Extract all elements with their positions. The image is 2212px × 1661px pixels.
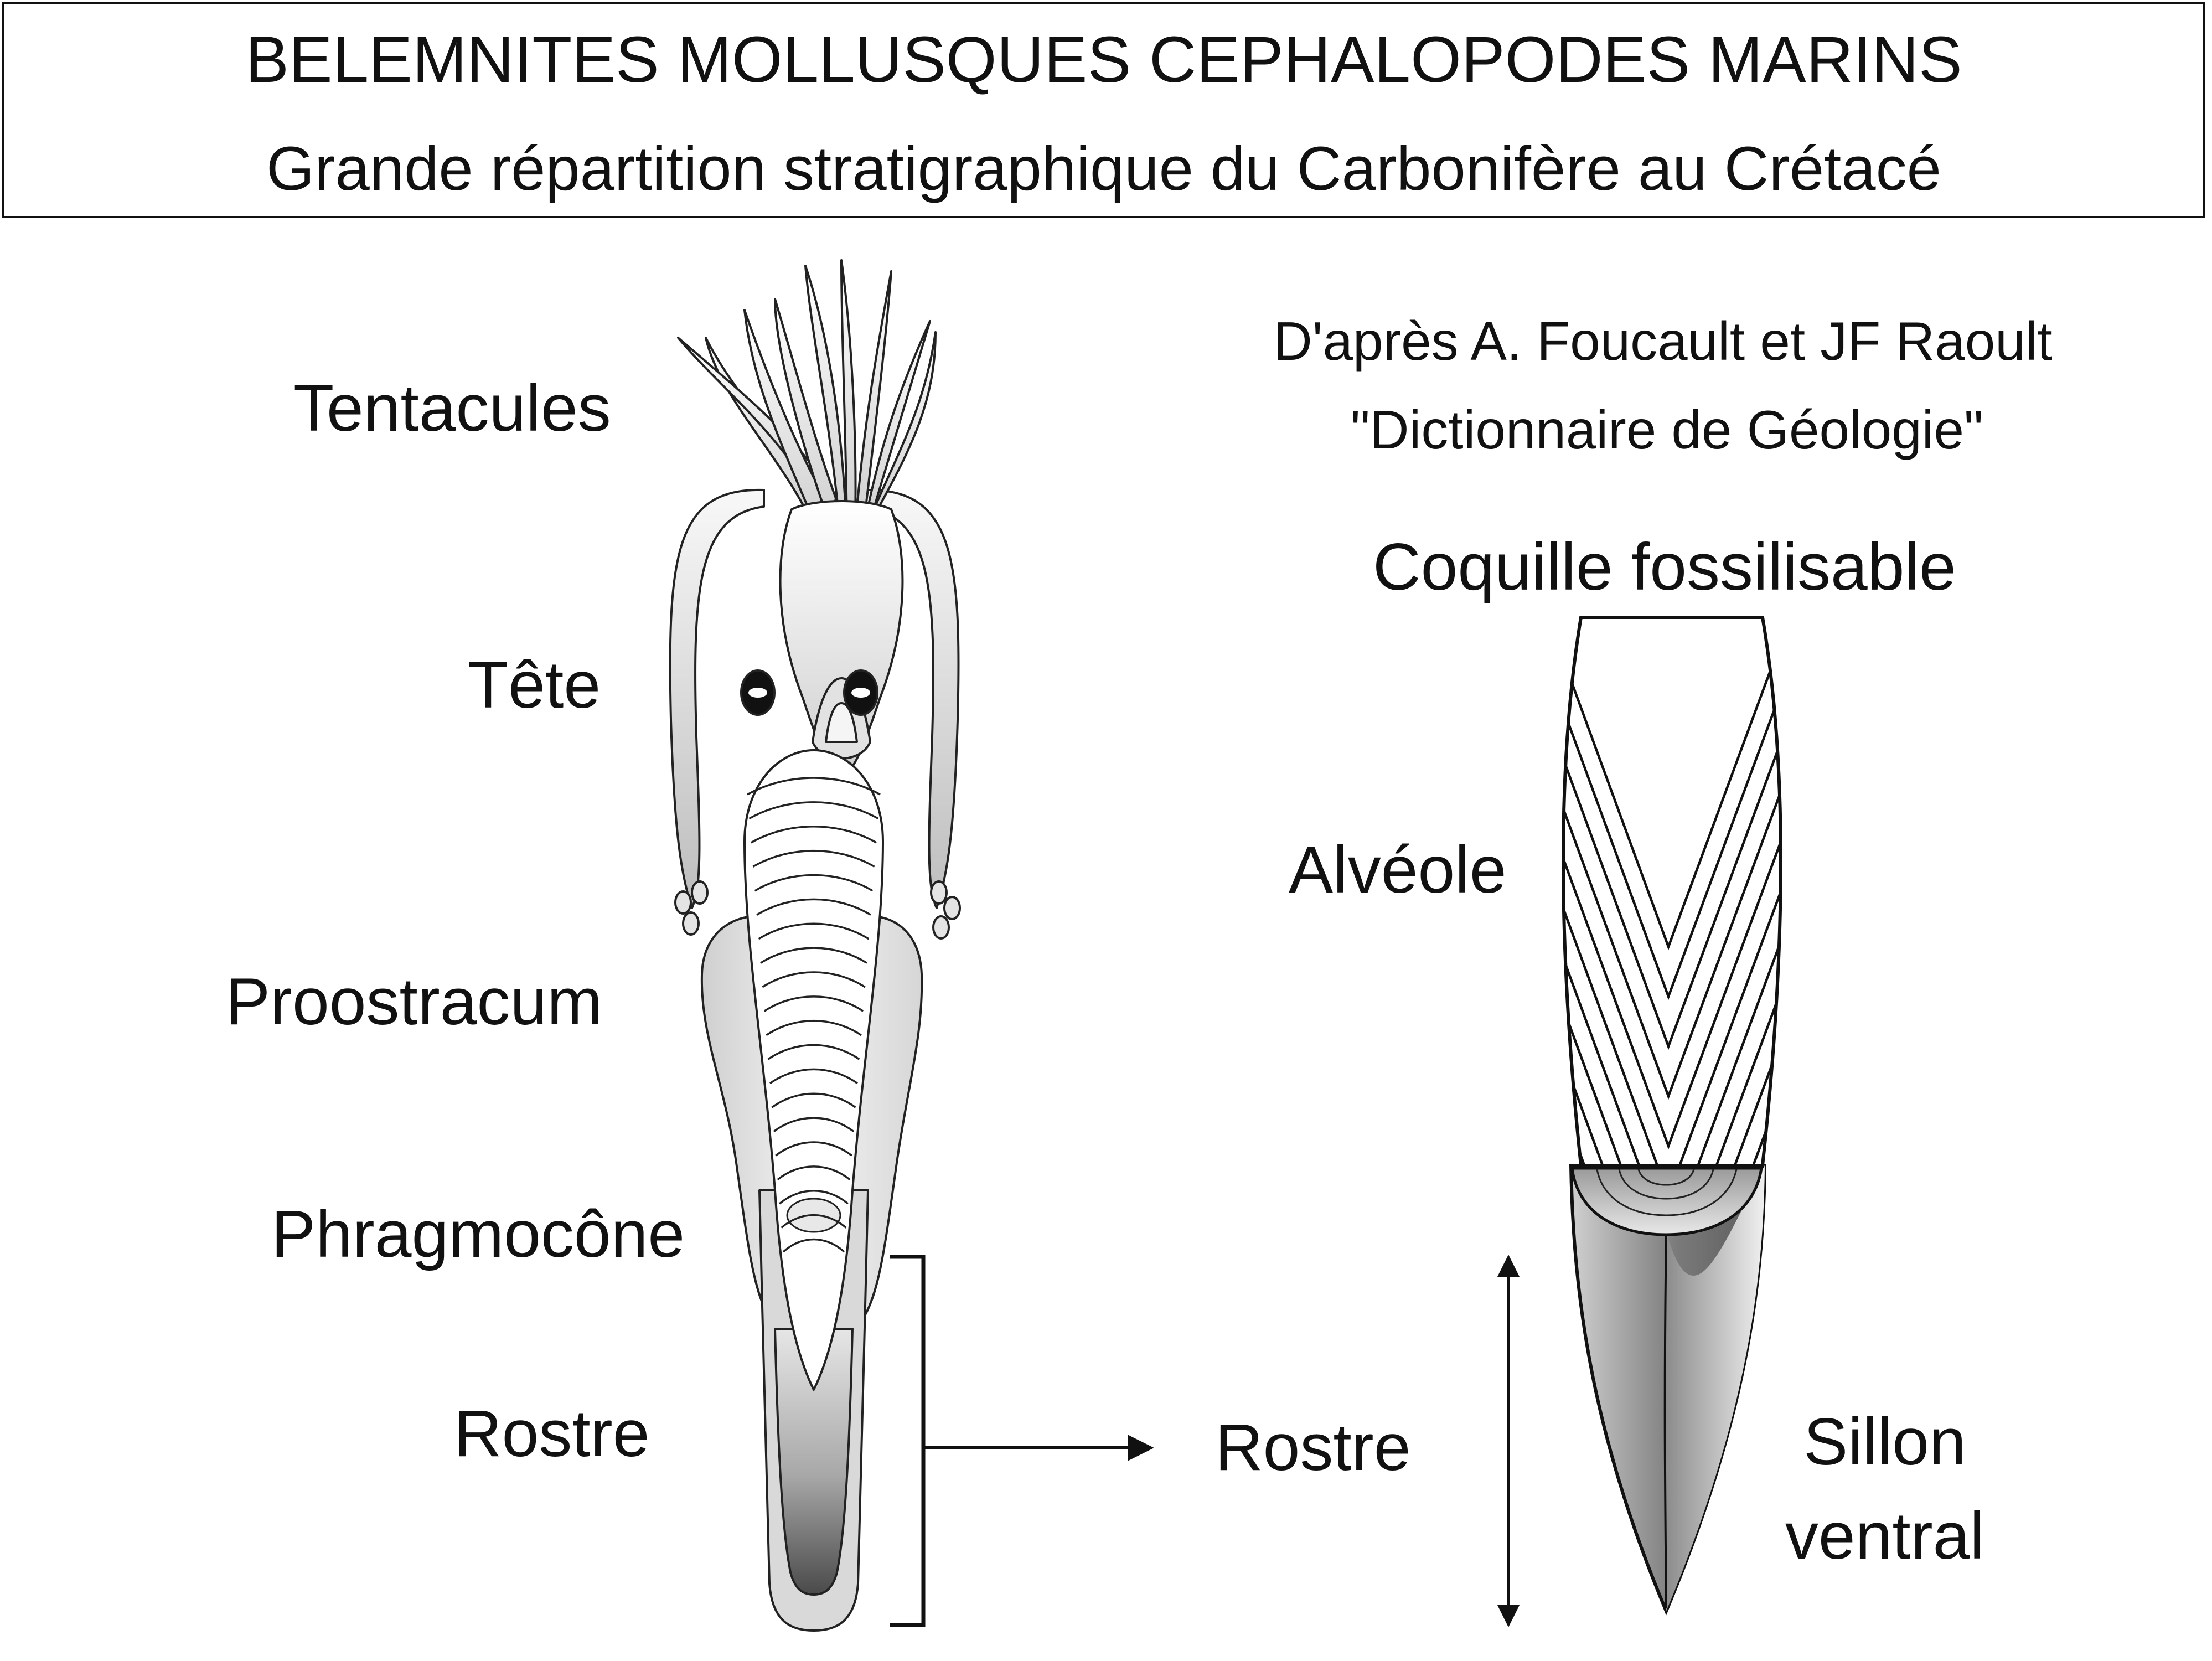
septum-line [754,874,874,892]
label-phragmocone: Phragmocône [271,1197,685,1271]
septum-line [750,825,877,844]
septum-line [762,971,866,988]
label-coquille-fossilisable: Coquille fossilisable [1373,530,1956,604]
label-tete: Tête [468,648,601,722]
rostrum-core [774,1328,854,1596]
septum-line [763,995,864,1012]
label-ventral: ventral [1785,1499,1985,1573]
diagram-title: BELEMNITES MOLLUSQUES CEPHALOPODES MARIN… [245,23,1962,96]
hatch-chevron [1563,622,1781,951]
septum-line [748,801,879,819]
long-arms [669,488,961,940]
eye-right [843,669,878,716]
phragmocone-septa [747,777,881,1253]
fossil-shell [1562,616,1782,1616]
septum-line [777,1165,851,1180]
hatch-chevron [1563,921,1781,1165]
septum-line [760,947,867,964]
septum-line [766,1019,862,1036]
septum-line [781,1214,847,1229]
label-proostracum: Proostracum [226,964,603,1039]
label-tentacules: Tentacules [293,371,611,445]
hatch-chevron [1563,822,1781,1150]
septum-line [769,1068,858,1085]
septum-line [779,1190,849,1205]
label-rostre-animal: Rostre [454,1396,650,1471]
source-authors: D'après A. Foucault et JF Raoult [1273,311,2053,372]
septum-line [782,1238,845,1253]
label-alveole: Alvéole [1289,833,1507,907]
hatch-chevron [1563,722,1781,1050]
septum-line [752,849,875,868]
hatch-chevron [1563,1021,1781,1165]
hatch-chevron [1563,971,1781,1165]
septum-line [756,898,871,916]
hatch-chevron [1563,672,1781,1000]
title-box: BELEMNITES MOLLUSQUES CEPHALOPODES MARIN… [2,2,2205,218]
septum-line [771,1092,856,1108]
sillon-ventral-line [1663,1231,1667,1609]
septum-line [747,777,881,796]
label-sillon: Sillon [1803,1405,1966,1479]
septum-line [758,922,870,940]
tentacles [677,259,937,533]
hatch-chevron [1563,871,1781,1165]
eye-left [740,669,776,716]
source-book: "Dictionnaire de Géologie" [1351,399,1983,460]
diagram-subtitle: Grande répartition stratigraphique du Ca… [266,134,1941,203]
rostre-bracket [890,1255,926,1627]
hatch-chevron [1563,772,1781,1100]
label-rostre-shell: Rostre [1215,1410,1411,1484]
belemnite-animal [669,259,961,1632]
alveole-hatching [1563,622,1781,1165]
phragmocone-cap [1570,1167,1763,1236]
septum-line [767,1044,860,1060]
septum-line [773,1117,855,1133]
septum-line [775,1141,852,1157]
